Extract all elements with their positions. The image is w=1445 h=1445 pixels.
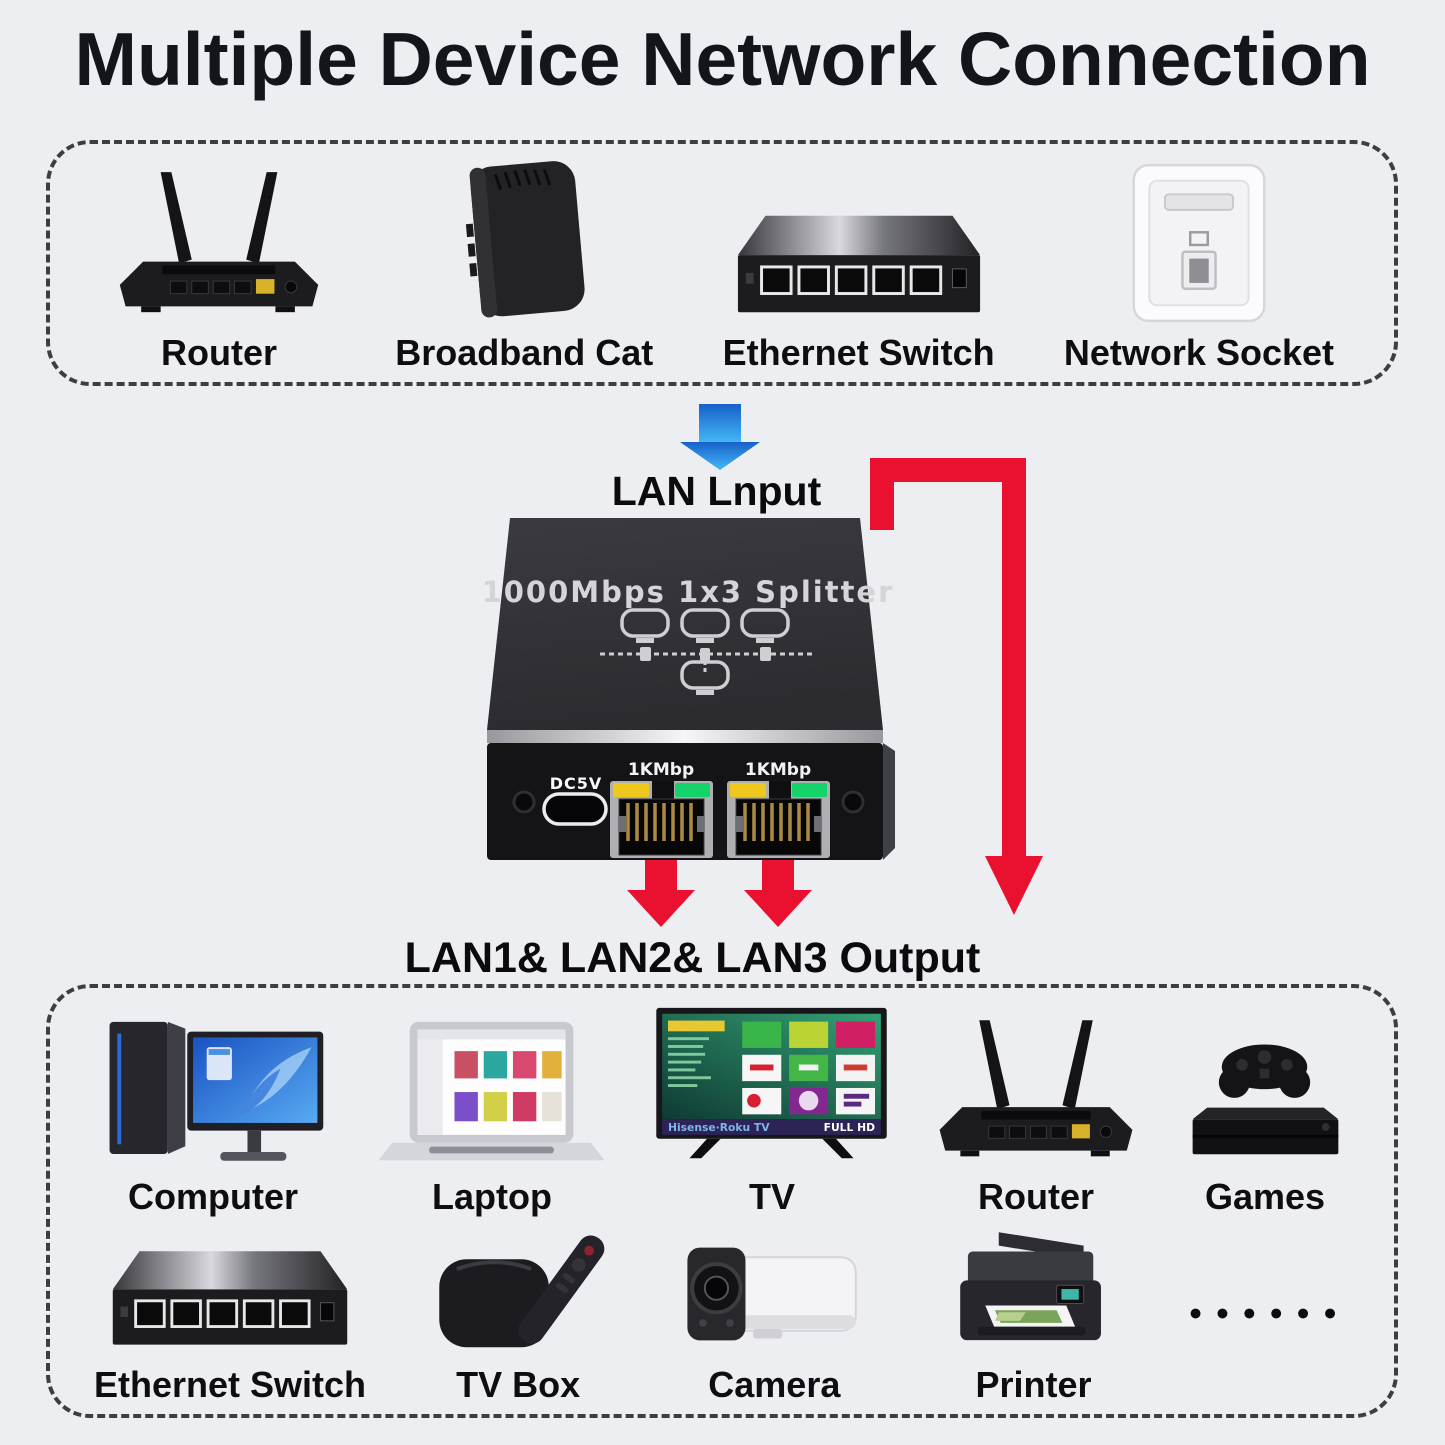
network-socket-icon [1132, 164, 1266, 323]
ellipsis-dots: ●●●●●● [1188, 1299, 1350, 1325]
rj45-port-2: 1KMbp [727, 760, 830, 858]
device-label-ethernet-switch: Ethernet Switch [722, 332, 995, 374]
output-device-games: Games [1180, 1018, 1350, 1216]
output-device-switch: Ethernet Switch [94, 1236, 366, 1404]
usb-c-port [542, 792, 608, 826]
output-row-1: Computer [94, 1002, 1350, 1216]
svg-text:1000Mbps 1x3 Splitter: 1000Mbps 1x3 Splitter [482, 575, 895, 609]
output-device-computer: Computer [94, 1002, 332, 1216]
device-label-tv: TV [748, 1176, 795, 1217]
led-green [792, 783, 827, 797]
device-label-tv-box: TV Box [456, 1364, 581, 1406]
lan-output-label: LAN1& LAN2& LAN3 Output [404, 934, 981, 982]
device-label-router-2: Router [978, 1176, 1094, 1217]
lan-input-arrow [680, 404, 760, 470]
ethernet-switch-icon [112, 1251, 348, 1345]
splitter-top-print: 1000Mbps 1x3 Splitter [482, 575, 895, 695]
device-label-router: Router [161, 332, 277, 374]
output-device-tvbox: TV Box [427, 1226, 609, 1404]
splitter-device: 1000Mbps 1x3 Splitter [482, 518, 895, 860]
device-label-printer: Printer [975, 1364, 1092, 1406]
page-title: Multiple Device Network Connection [74, 17, 1371, 101]
device-label-laptop: Laptop [432, 1176, 552, 1217]
screw-left [512, 790, 536, 814]
device-label-games: Games [1204, 1176, 1326, 1217]
camera-icon [687, 1247, 858, 1341]
output-device-more: ●●●●●● [1189, 1299, 1350, 1404]
device-label-computer: Computer [128, 1176, 298, 1217]
output-device-laptop: Laptop [372, 1018, 612, 1216]
output-device-printer: Printer [939, 1224, 1127, 1404]
power-port-label: DC5V [550, 774, 603, 793]
input-devices-box: Router Broadband Cat [46, 140, 1398, 386]
computer-icon [109, 1021, 324, 1161]
broadband-modem-icon [466, 161, 585, 318]
output-device-camera: Camera [670, 1230, 878, 1404]
svg-text:1KMbp: 1KMbp [745, 760, 811, 780]
input-device-socket: Network Socket [1064, 160, 1334, 372]
printer-icon [960, 1232, 1102, 1341]
rj45-port-1: 1KMbp [610, 760, 713, 858]
lan2-output-arrow [744, 860, 812, 927]
game-console-icon [1192, 1044, 1339, 1155]
led-green [675, 783, 710, 797]
device-label-camera: Camera [708, 1364, 841, 1406]
input-device-router: Router [112, 168, 326, 372]
tv-brand-text: Hisense·Roku TV [668, 1121, 770, 1134]
lan-input-label: LAN Lnput [611, 468, 822, 514]
output-device-tv: Hisense·Roku TV FULL HD TV [652, 1004, 892, 1216]
output-device-router: Router [932, 1016, 1140, 1216]
svg-text:1KMbp: 1KMbp [628, 760, 694, 780]
output-row-2: Ethernet Switch TV Box [94, 1224, 1350, 1404]
router-icon [939, 1020, 1133, 1157]
tv-badge-text: FULL HD [824, 1121, 875, 1134]
tv-icon: Hisense·Roku TV FULL HD [656, 1007, 887, 1159]
output-devices-box: Computer [46, 984, 1398, 1418]
screw-right [841, 790, 865, 814]
led-yellow [613, 783, 649, 797]
input-device-switch: Ethernet Switch [723, 200, 995, 372]
tv-box-icon [439, 1235, 605, 1348]
splitter-flow-diagram: 1000Mbps 1x3 Splitter [482, 404, 1043, 927]
ethernet-switch-icon [737, 215, 980, 313]
device-label-ethernet-switch-2: Ethernet Switch [94, 1364, 367, 1406]
device-label-broadband-cat: Broadband Cat [395, 332, 654, 374]
led-yellow [730, 783, 766, 797]
device-label-network-socket: Network Socket [1063, 332, 1334, 374]
laptop-icon [378, 1021, 605, 1161]
router-icon [119, 172, 319, 313]
lan1-output-arrow [627, 860, 695, 927]
lan3-arrow-path [870, 458, 1043, 915]
input-device-modem: Broadband Cat [395, 158, 653, 372]
